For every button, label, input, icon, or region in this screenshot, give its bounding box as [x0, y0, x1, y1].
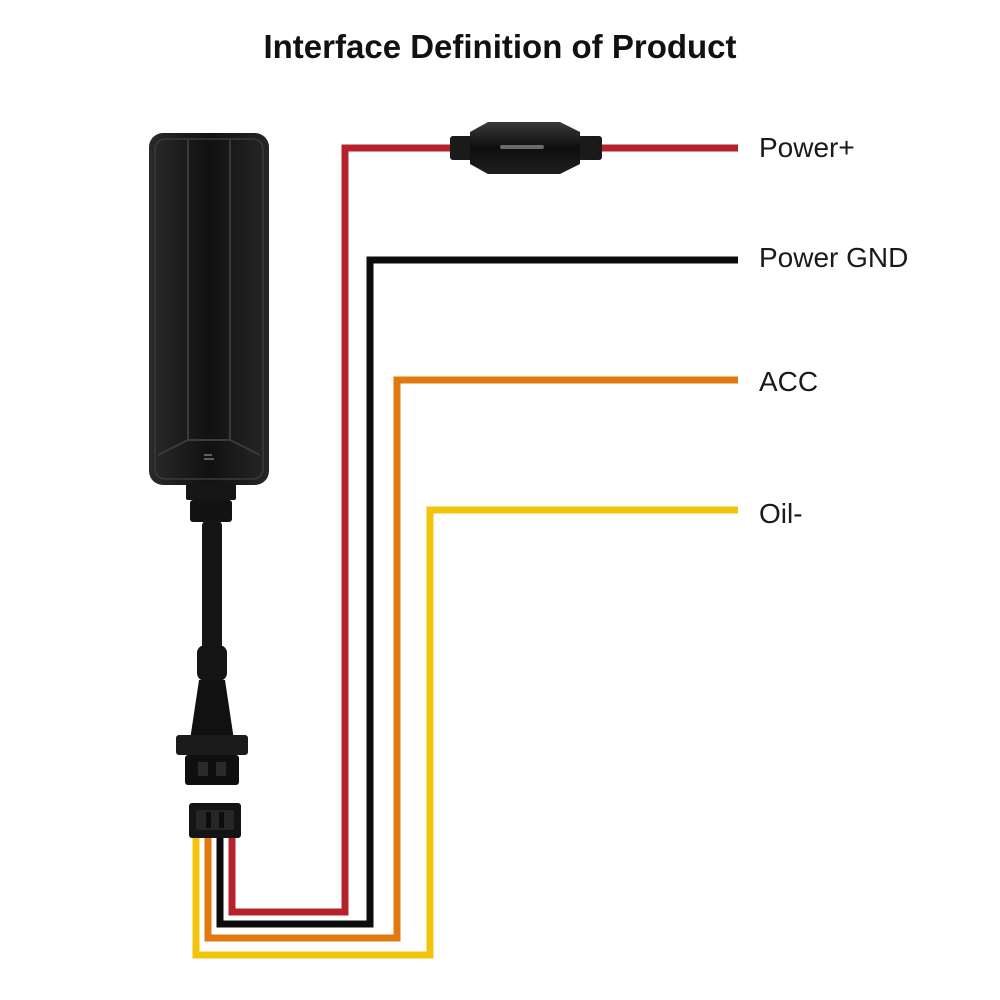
wire-oil — [192, 506, 738, 959]
label-power-gnd: Power GND — [759, 242, 909, 273]
connector-receptacle — [189, 803, 241, 838]
label-oil: Oil- — [759, 498, 803, 529]
fuse-holder — [450, 122, 602, 174]
connector-plug — [176, 735, 248, 785]
device-cable — [186, 484, 236, 740]
wire-power-gnd — [216, 256, 738, 928]
wire-acc — [204, 376, 738, 942]
label-power-plus: Power+ — [759, 132, 855, 163]
label-acc: ACC — [759, 366, 819, 397]
tracker-device — [149, 133, 269, 485]
diagram-title: Interface Definition of Product — [263, 28, 737, 65]
